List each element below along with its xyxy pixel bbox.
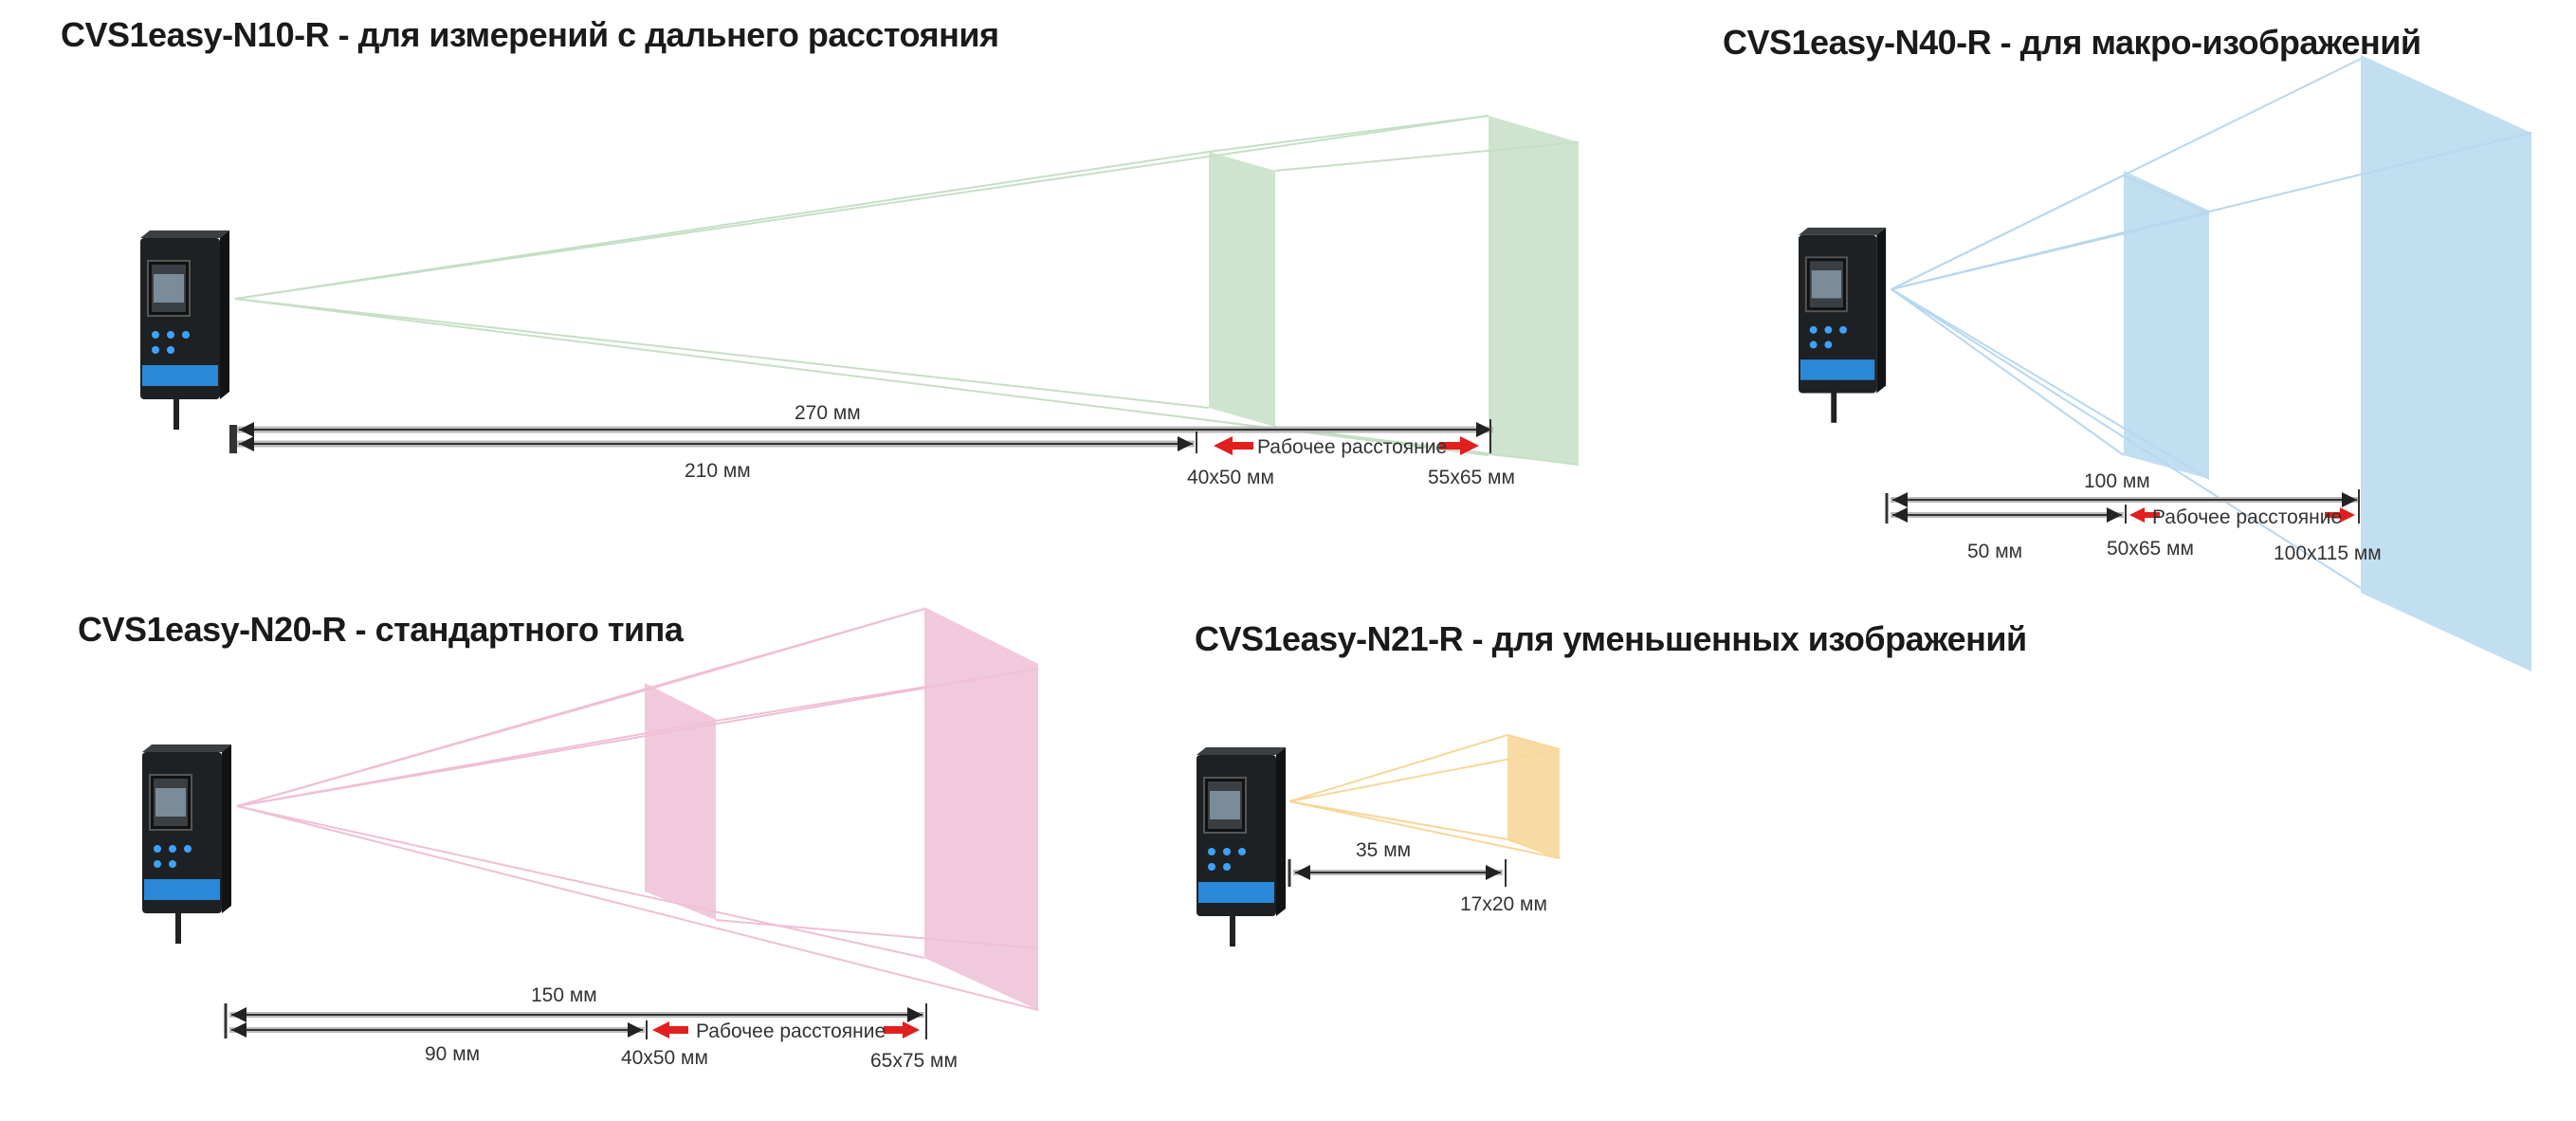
working-distance-label-n40: Рабочее расстояние xyxy=(2152,506,2342,528)
working-distance-label-n10: Рабочее расстояние xyxy=(1257,436,1447,458)
diagram-title-n10: CVS1easy-N10-R - для измерений с дальнег… xyxy=(61,15,999,54)
fov-plane-near-n10 xyxy=(1209,152,1275,427)
fov-near-label-n10: 40x50 мм xyxy=(1187,467,1274,488)
fov-plane-far-n40 xyxy=(2361,55,2531,671)
distance-min-n20: 90 мм xyxy=(425,1043,480,1065)
dimension-lines-n40 xyxy=(1885,489,2360,524)
dimension-lines-n10 xyxy=(229,419,1493,453)
fov-near-label-n20: 40x50 мм xyxy=(621,1047,708,1069)
distance-total-n40: 100 мм xyxy=(2084,470,2150,492)
fov-near-label-n40: 50x65 мм xyxy=(2107,538,2194,560)
fov-far-label-n21: 17x20 мм xyxy=(1460,893,1547,915)
fov-far-label-n20: 65x75 мм xyxy=(870,1050,958,1072)
working-distance-arrows-n20 xyxy=(652,1021,920,1038)
fov-far-label-n10: 55x65 мм xyxy=(1428,467,1515,488)
camera-n40 xyxy=(1799,228,1886,423)
distance-total-n20: 150 мм xyxy=(531,984,597,1006)
dimension-lines-n20 xyxy=(224,1003,927,1039)
fov-plane-far-n20 xyxy=(924,607,1038,1010)
camera-n20 xyxy=(142,744,231,944)
working-distance-arrows-n10 xyxy=(1214,436,1479,455)
fov-plane-near-n20 xyxy=(645,683,716,920)
diagram-title-n21: CVS1easy-N21-R - для уменьшенных изображ… xyxy=(1195,619,2027,658)
dimension-lines-n21 xyxy=(1288,859,1507,887)
fov-far-label-n40: 100x115 мм xyxy=(2274,542,2382,564)
distance-total-n10: 270 мм xyxy=(795,402,861,424)
diagram-title-n40: CVS1easy-N40-R - для макро-изображений xyxy=(1723,23,2421,62)
camera-n21 xyxy=(1197,747,1286,946)
diagram-title-n20: CVS1easy-N20-R - стандартного типа xyxy=(78,610,684,649)
working-distance-arrows-n40 xyxy=(2129,507,2355,523)
fov-plane-far-n10 xyxy=(1489,116,1579,465)
distance-min-n10: 210 мм xyxy=(685,460,751,482)
fov-plane-near-n40 xyxy=(2124,171,2209,479)
distance-min-n40: 50 мм xyxy=(1967,541,2022,562)
working-distance-label-n20: Рабочее расстояние xyxy=(696,1020,886,1042)
camera-n10 xyxy=(140,230,229,430)
distance-total-n21: 35 мм xyxy=(1356,839,1411,861)
fov-plane-n21 xyxy=(1507,735,1560,858)
